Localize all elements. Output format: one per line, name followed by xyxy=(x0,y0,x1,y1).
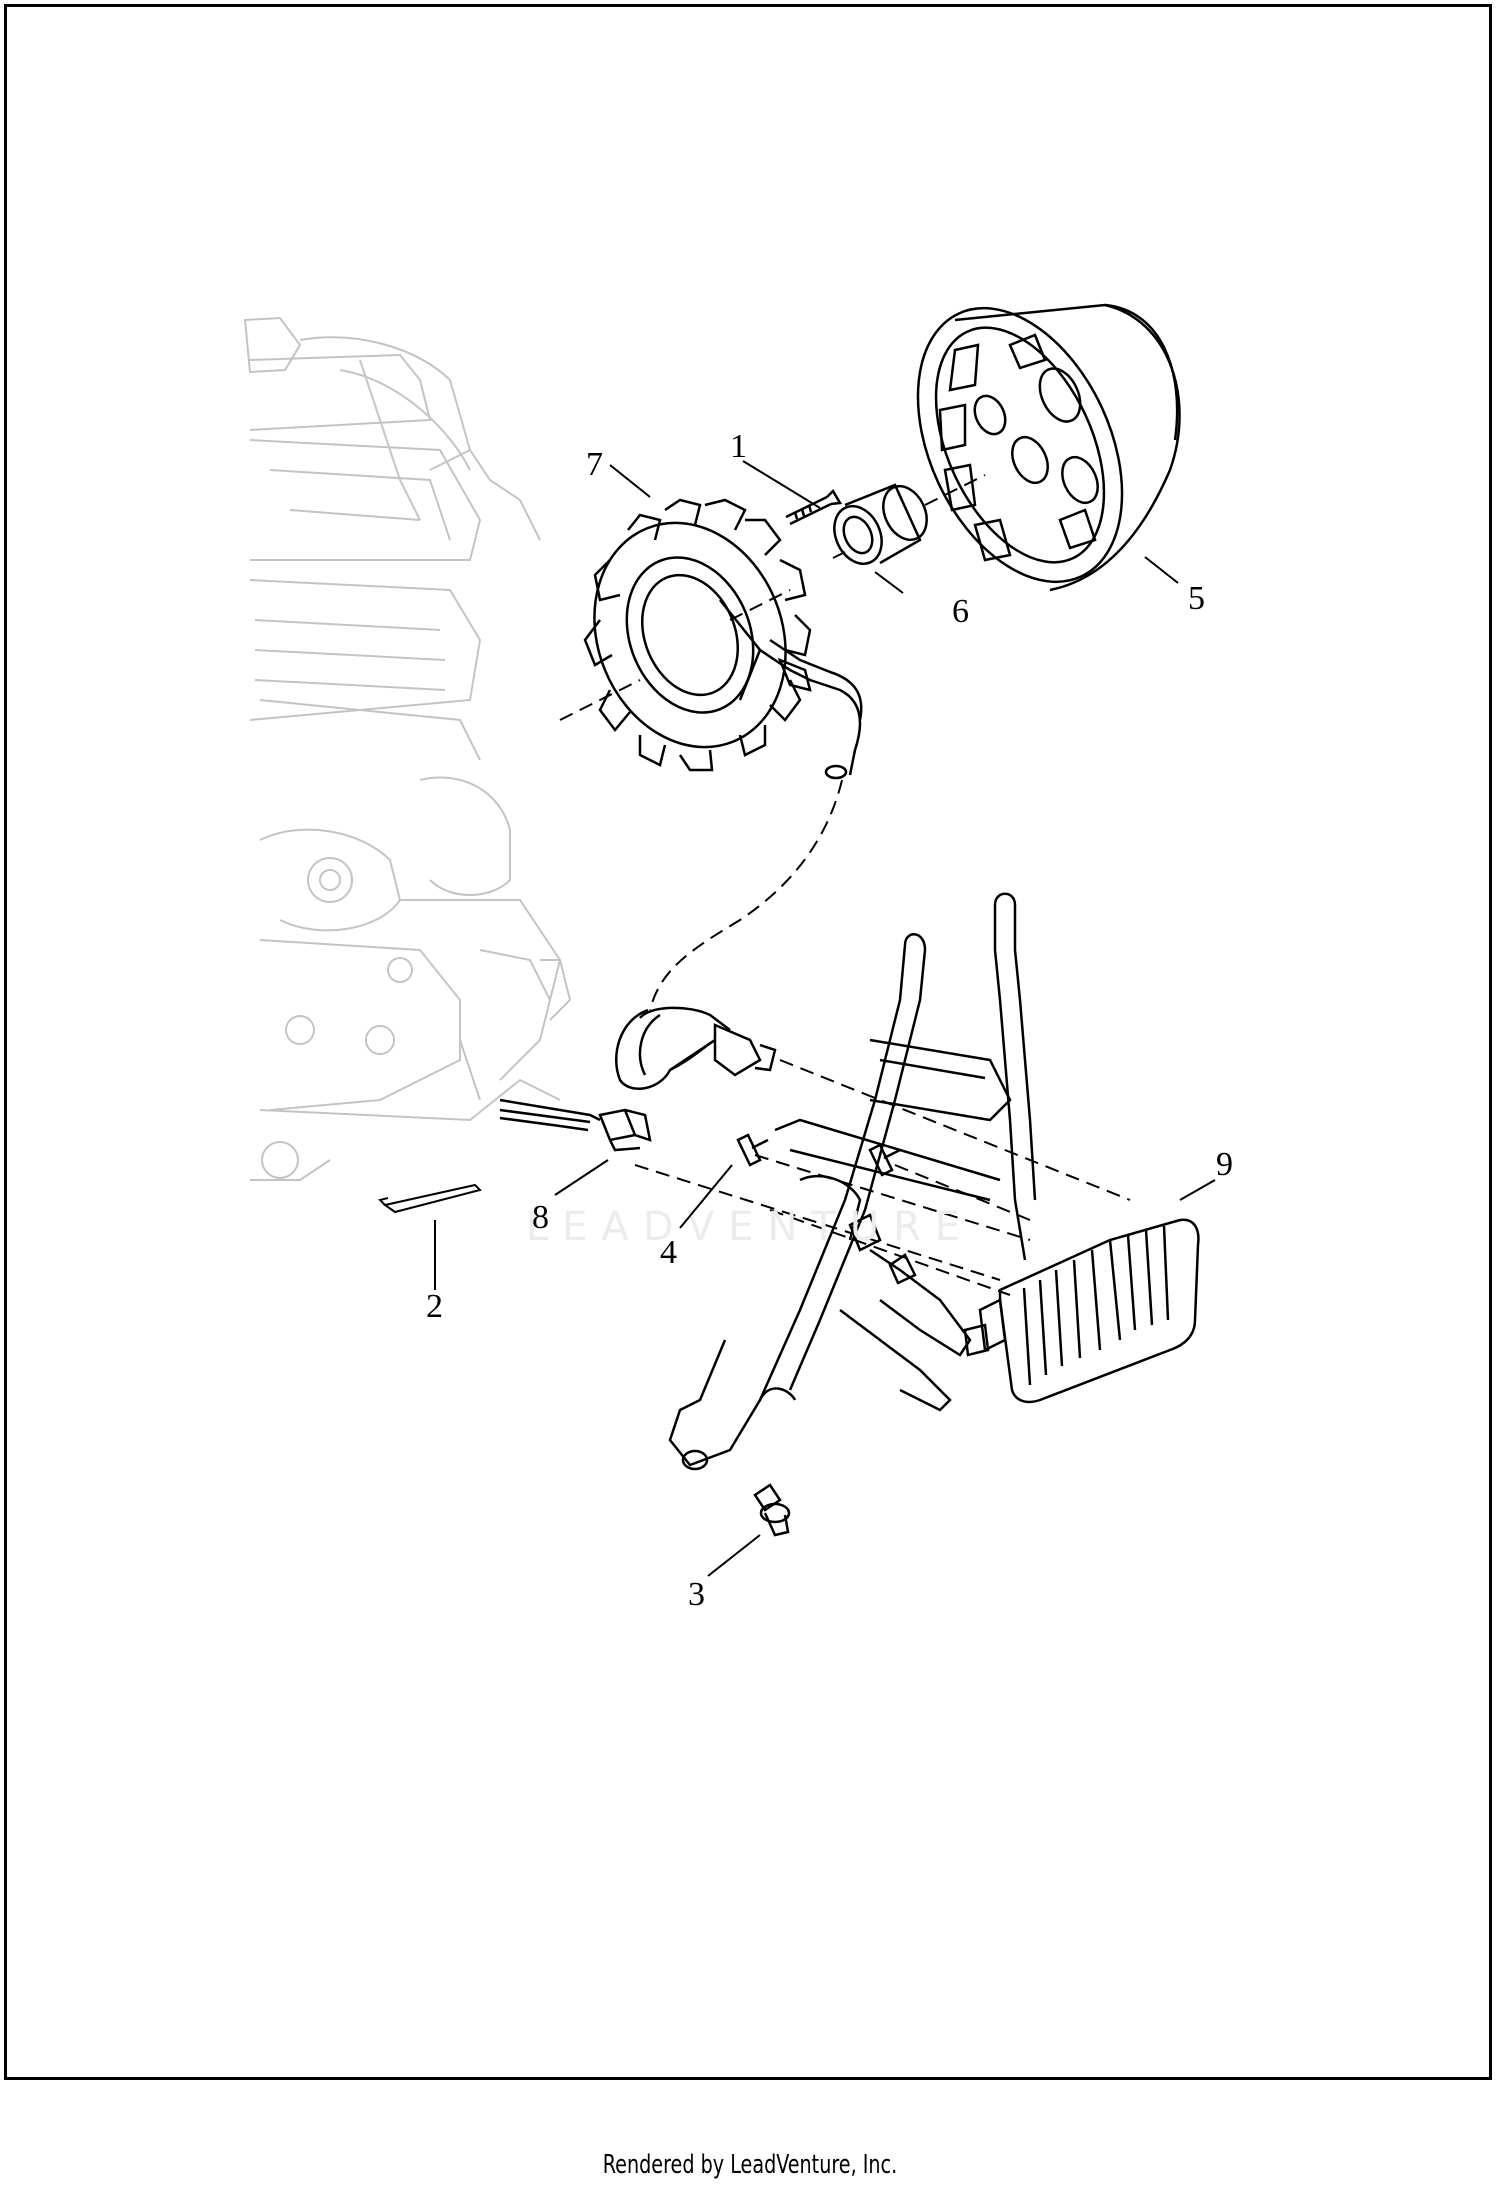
callout-6: 6 xyxy=(952,593,969,630)
connector xyxy=(499,1098,652,1152)
bolt xyxy=(785,488,843,526)
callout-4: 4 xyxy=(660,1234,677,1271)
callout-5: 5 xyxy=(1188,580,1205,617)
callout-2: 2 xyxy=(426,1288,443,1325)
voltage-regulator xyxy=(963,1218,1200,1404)
callout-8: 8 xyxy=(532,1199,549,1236)
stator xyxy=(583,498,863,780)
cable-strap xyxy=(378,1183,482,1214)
callout-9: 9 xyxy=(1216,1146,1233,1183)
engine-outline xyxy=(243,316,572,1181)
flange-bolt xyxy=(753,1483,791,1537)
diagram-frame xyxy=(4,4,1492,2080)
bushing xyxy=(833,483,928,565)
callout-1: 1 xyxy=(730,428,747,465)
callout-3: 3 xyxy=(688,1576,705,1613)
screws xyxy=(736,1133,901,1177)
watermark: LEADVENTURE xyxy=(526,1204,974,1250)
frame-bracket xyxy=(668,892,1037,1471)
callout-7: 7 xyxy=(586,446,603,483)
render-credit: Rendered by LeadVenture, Inc. xyxy=(602,2150,898,2180)
regulator-harness xyxy=(615,1006,777,1090)
leader-lines xyxy=(434,460,1216,1577)
rotor xyxy=(916,303,1181,592)
